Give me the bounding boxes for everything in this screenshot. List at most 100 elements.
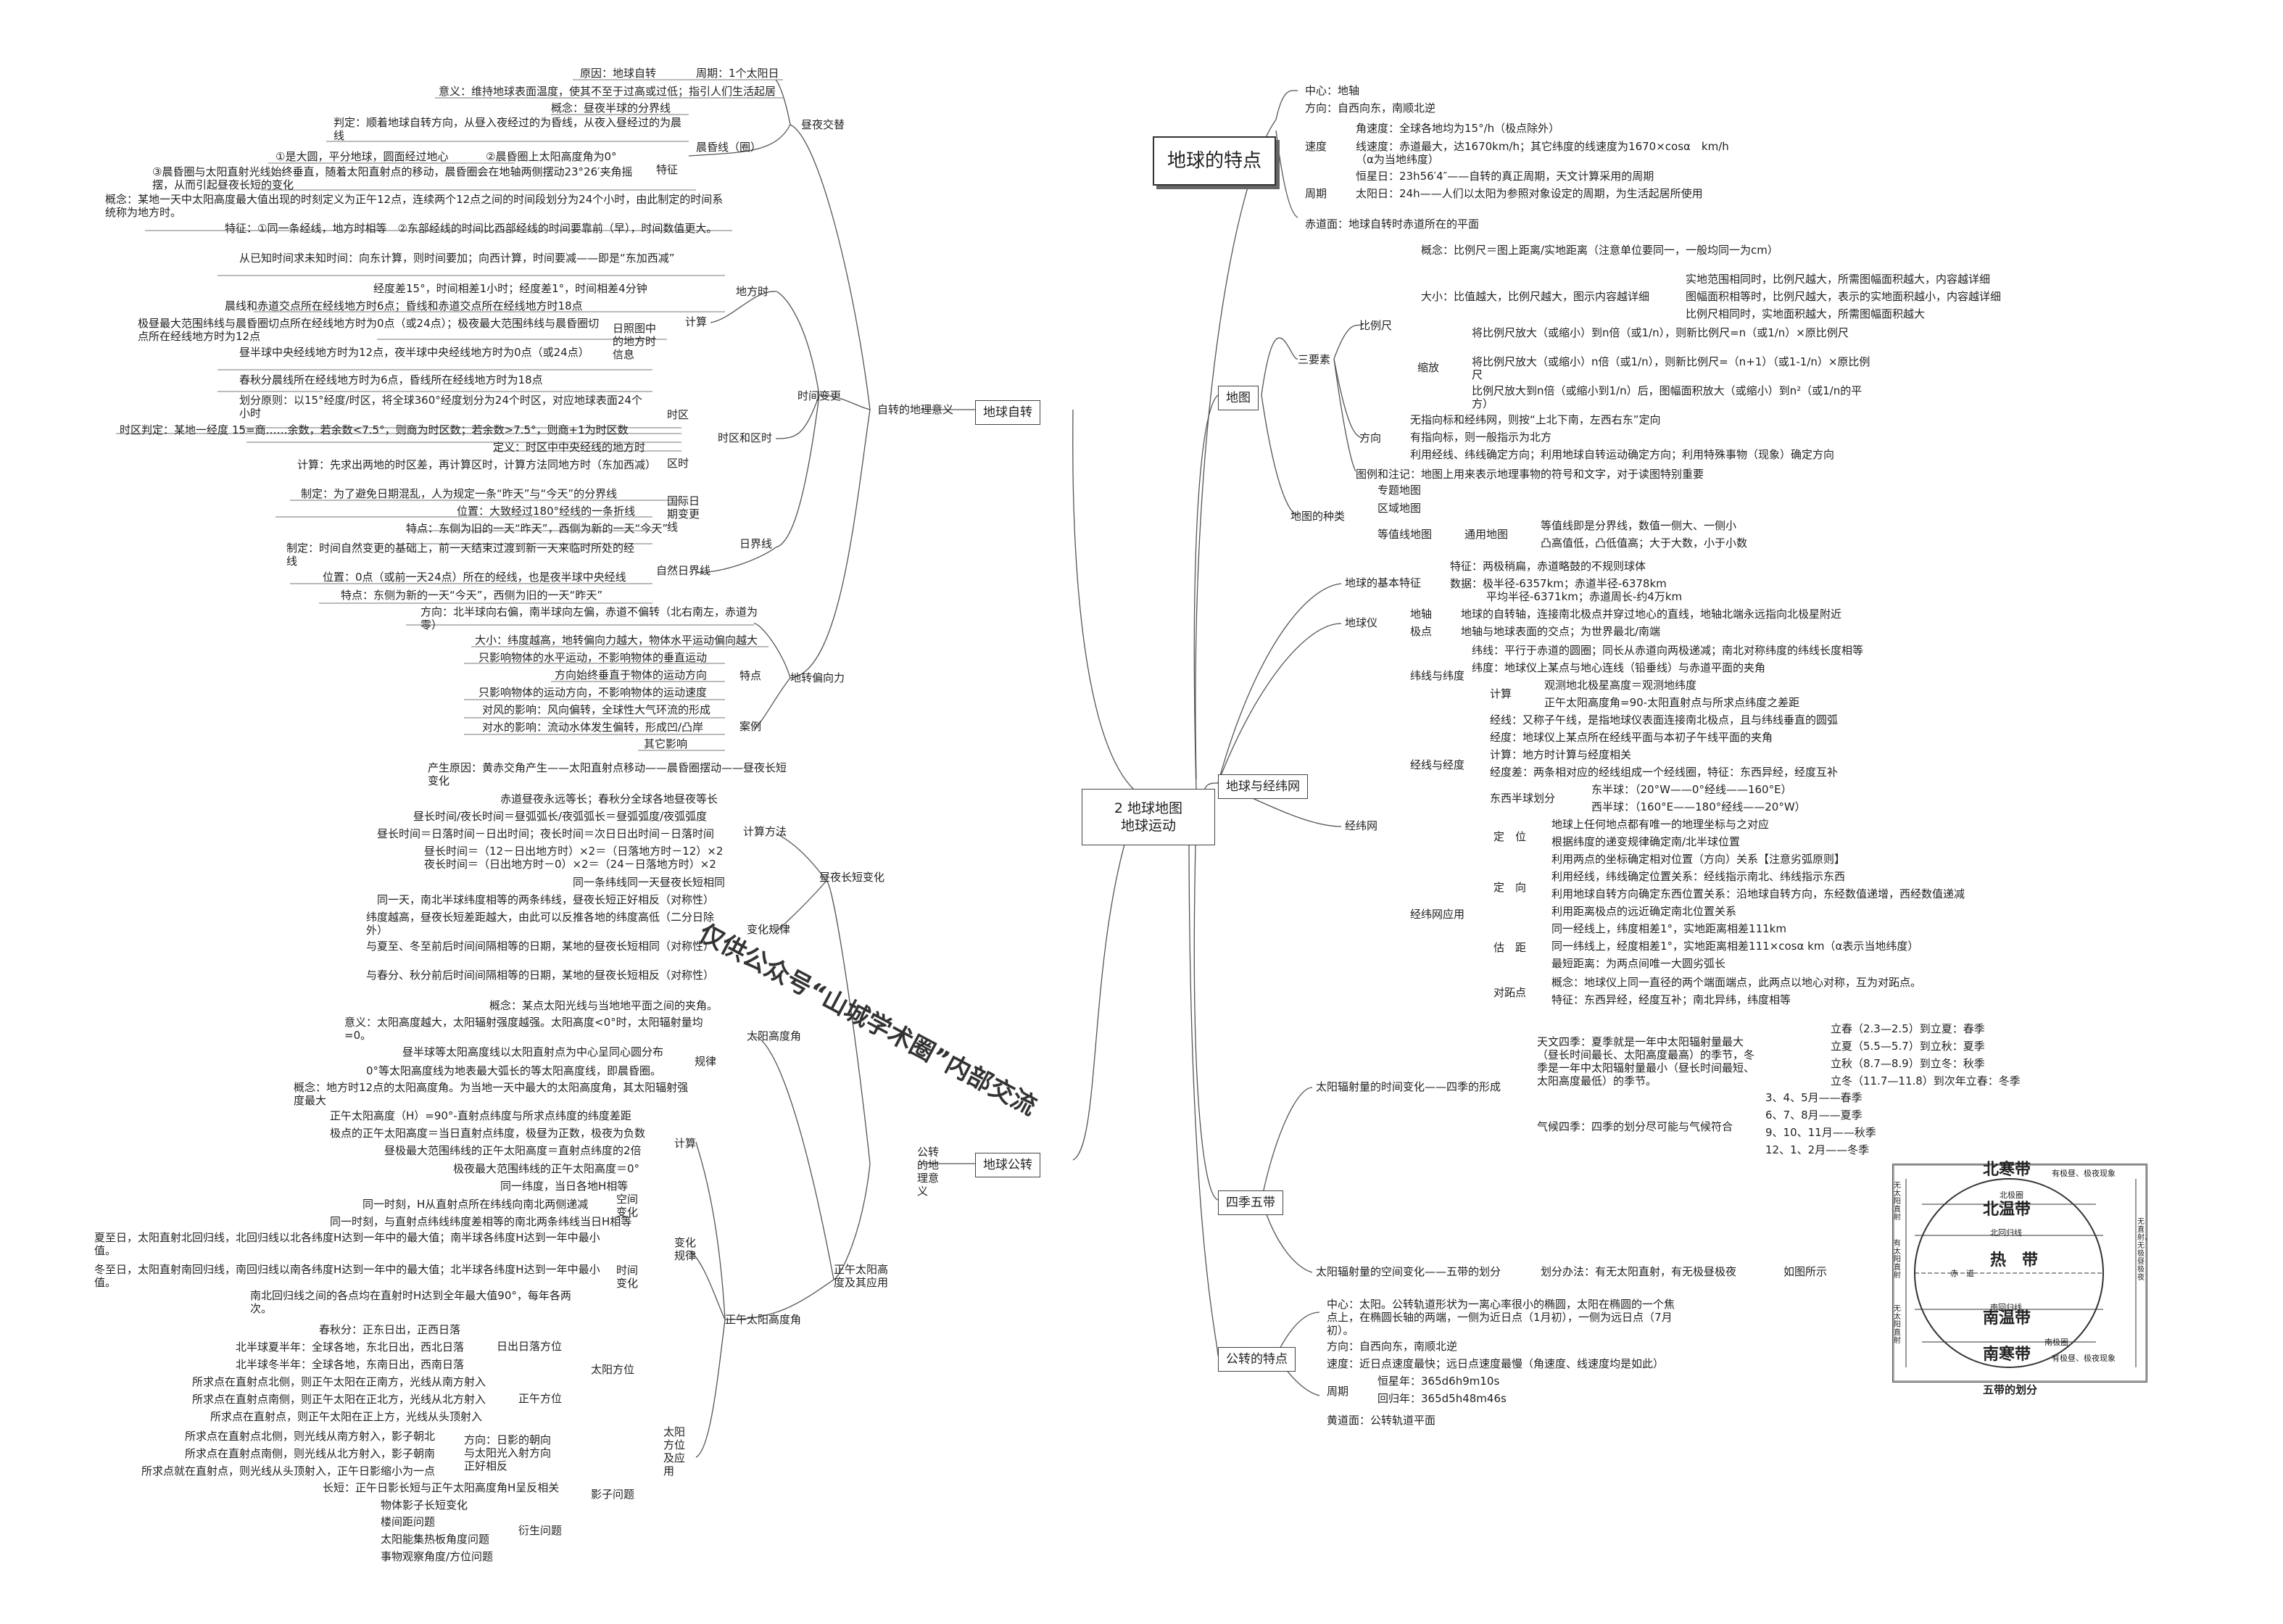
earth-basic[interactable]: 地球的基本特征 [1345, 576, 1422, 589]
topic-graticule[interactable]: 地球与经纬网 [1218, 774, 1308, 799]
earth-data2: 平均半径-6371km；赤道周长-约4万km [1486, 590, 1683, 603]
daylength-label[interactable]: 昼夜长短变化 [819, 871, 885, 884]
central-topic[interactable]: 2 地球地图 地球运动 [1082, 789, 1215, 845]
lat-label[interactable]: 纬线与纬度 [1410, 669, 1465, 682]
topic-seasons[interactable]: 四季五带 [1218, 1190, 1283, 1215]
lat-4: 正午太阳高度角=90-太阳直射点与所求点纬度之差距 [1544, 696, 1800, 709]
solar-meaning: 意义：太阳高度越大，太阳辐射强度越强。太阳高度<0°时，太阳辐射量均=0。 [344, 1016, 703, 1042]
seasons-time[interactable]: 太阳辐射量的时间变化——四季的形成 [1316, 1080, 1501, 1093]
natural-dateline-label[interactable]: 自然日界线 [656, 564, 711, 577]
sunrise-dir[interactable]: 日出日落方位 [497, 1340, 563, 1353]
antipode-label[interactable]: 对跖点 [1493, 986, 1527, 999]
features-speed[interactable]: 速度 [1305, 140, 1327, 153]
sunchart-c1: 晨线和赤道交点所在经线地方时6点；昏线和赤道交点所在经线地方时18点 [225, 299, 583, 312]
graticule-net[interactable]: 经纬网 [1345, 819, 1378, 832]
seasons-a1: 立春（2.3—2.5）到立夏：春季 [1831, 1022, 1985, 1035]
noon-k1: 正午太阳高度（H）=90°-直射点纬度与所求点纬度的纬度差距 [330, 1109, 631, 1122]
idl-label[interactable]: 国际日期变更线 [667, 494, 700, 534]
sunrise-r3: 北半球冬半年：全球各地，东南日出，西南日落 [236, 1358, 465, 1371]
shadow-label[interactable]: 影子问题 [591, 1488, 635, 1501]
scale-z3: 比例尺相同时，实地面积越大，所需图幅面积越大 [1686, 307, 1926, 320]
seasons-space[interactable]: 太阳辐射量的空间变化——五带的划分 [1316, 1265, 1501, 1278]
map-dr2: 有指向标，则一般指示为北方 [1410, 431, 1552, 444]
zone-polar-n: 有极昼、极夜现象 [2052, 1169, 2116, 1178]
globe-label[interactable]: 地球仪 [1345, 616, 1378, 629]
shadow-d3: 所求点就在直射点，则光线从头顶射入，正午日影缩小为一点 [141, 1464, 436, 1478]
sunchart-c3: 昼半球中央经线地方时为12点，夜半球中央经线地方时为0点（或24点） [239, 346, 589, 359]
topic-revolution[interactable]: 地球公转 [975, 1153, 1040, 1177]
solar-law[interactable]: 规律 [695, 1055, 717, 1068]
derived-label[interactable]: 衍生问题 [518, 1524, 563, 1537]
zonetime-label[interactable]: 区时 [667, 457, 689, 470]
topic-rotation[interactable]: 地球自转 [975, 400, 1040, 425]
terminator-label[interactable]: 晨昏线（圈） [696, 141, 762, 154]
seasons-c3: 9、10、11月——秋季 [1765, 1126, 1876, 1139]
zone-s-temp: 南温带 [1983, 1309, 2031, 1327]
localtime-feature: 特征：①同一条经线，地方时相等 ②东部经线的时间比西部经线的时间要靠前（早），时… [225, 222, 718, 235]
deflection-feature[interactable]: 特点 [739, 669, 762, 682]
topic-rev-features[interactable]: 公转的特点 [1218, 1347, 1296, 1372]
deflection-case[interactable]: 案例 [739, 720, 762, 733]
contour-1: 等值线即是分界线，数值一侧大、一侧小 [1541, 519, 1737, 532]
solar-law2: 0°等太阳高度线为地表最大弧长的等太阳高度线，即晨昏圈。 [366, 1064, 662, 1077]
solar-angle-label[interactable]: 太阳高度角 [747, 1030, 802, 1043]
contour-label[interactable]: 等值线地图 [1377, 528, 1433, 541]
localtime-rule: 从已知时间求未知时间：向东计算，则时间要加；向西计算，时间要减——即是“东加西减… [239, 252, 675, 265]
hemi-label[interactable]: 东西半球划分 [1490, 792, 1556, 805]
revolution-meaning[interactable]: 公转的地理意义 [917, 1146, 940, 1198]
map-type1: 专题地图 [1377, 484, 1422, 497]
terminator-features[interactable]: 特征 [656, 163, 679, 176]
shadow-d1: 所求点在直射点北侧，则光线从南方射入，影子朝北 [185, 1430, 436, 1443]
scale-zm3: 比例尺放大到n倍（或缩小到1/n）后，图幅面积放大（或缩小）到n²（或1/n的平… [1472, 384, 1863, 410]
lon-label[interactable]: 经线与经度 [1410, 758, 1465, 771]
daynight-label[interactable]: 昼夜交替 [801, 118, 845, 131]
noon-concept: 概念：地方时12点的太阳高度角。为当地一天中最大的太阳高度角，其太阳辐射强度最大 [294, 1081, 689, 1107]
daylength-calc[interactable]: 计算方法 [743, 825, 787, 838]
noon-calc[interactable]: 计算 [674, 1137, 697, 1150]
daylength-cause: 产生原因：黄赤交角产生——太阳直射点移动——晨昏圈摆动——昼夜长短变化 [428, 761, 787, 787]
scale-label[interactable]: 比例尺 [1359, 319, 1393, 332]
net-app[interactable]: 经纬网应用 [1410, 908, 1465, 921]
timezone-label[interactable]: 时区和区时 [718, 431, 773, 444]
localtime-calc[interactable]: 计算 [685, 315, 708, 328]
topic-map[interactable]: 地图 [1218, 386, 1259, 410]
localtime-label[interactable]: 地方时 [736, 285, 769, 298]
map-types[interactable]: 地图的种类 [1290, 510, 1346, 523]
daylength-c1: 赤道昼夜永远等长；春秋分全球各地昼夜等长 [500, 792, 718, 805]
globe-pole-label: 极点 [1410, 625, 1433, 638]
sun-orientation[interactable]: 太阳方位 [591, 1363, 635, 1376]
terminator-judge: 判定：顺着地球自转方向，从昼入夜经过的为昏线，从夜入昼经过的为晨线 [333, 116, 682, 142]
rotation-meaning[interactable]: 自转的地理意义 [877, 403, 954, 416]
natural-n2: 位置：0点（或前一天24点）所在的经线，也是夜半球中央经线 [323, 571, 626, 584]
deflection-label[interactable]: 地转偏向力 [790, 671, 845, 684]
noon-solar-sub[interactable]: 正午太阳高度角 [725, 1313, 802, 1326]
orient-3: 利用地球自转方向确定东西位置关系：沿地球自转方向，东经数值递增，西经数值递减 [1551, 887, 1965, 900]
orient-label[interactable]: 定 向 [1493, 881, 1527, 894]
lat-calc[interactable]: 计算 [1490, 687, 1512, 700]
timediff-label[interactable]: 时间变更 [797, 389, 842, 402]
estimate-label[interactable]: 估 距 [1493, 941, 1527, 954]
scale-zoom[interactable]: 缩放 [1417, 361, 1440, 374]
topic-earth-features[interactable]: 地球的特点 [1153, 136, 1277, 186]
timezone-tz[interactable]: 时区 [667, 408, 689, 421]
sunchart-label[interactable]: 日照图中的地方时信息 [613, 322, 657, 361]
map-direction[interactable]: 方向 [1359, 431, 1382, 444]
zone-torrid: 热 带 [1990, 1251, 2039, 1269]
daylength-law[interactable]: 变化规律 [747, 923, 791, 936]
noon-direction[interactable]: 正午方位 [518, 1392, 563, 1405]
revfeat-period[interactable]: 周期 [1327, 1385, 1349, 1398]
terminator-f1: ①是大圆，平分地球，圆面经过地心 [275, 150, 449, 163]
locate-label[interactable]: 定 位 [1493, 830, 1527, 843]
zone-no-direct-n: 无太阳直射 [1894, 1182, 1901, 1222]
noon-space[interactable]: 空间变化 [616, 1193, 639, 1219]
map-elements[interactable]: 三要素 [1298, 353, 1331, 366]
daylength-l1: 同一条纬线同一天昼夜长短相同 [573, 876, 726, 889]
noon-changes[interactable]: 变化规律 [674, 1236, 697, 1262]
revfeat-p2: 回归年：365d5h48m46s [1377, 1392, 1507, 1405]
noon-solar-label[interactable]: 正午太阳高度及其应用 [834, 1263, 889, 1289]
sun-position-label[interactable]: 太阳方位及应用 [663, 1425, 686, 1478]
dateline-label[interactable]: 日界线 [739, 537, 773, 550]
noon-time[interactable]: 时间变化 [616, 1264, 639, 1290]
features-period[interactable]: 周期 [1305, 187, 1327, 200]
